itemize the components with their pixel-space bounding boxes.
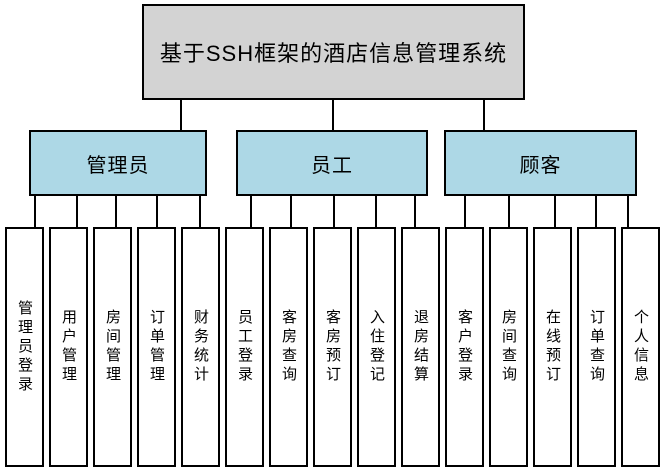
connector-staff-child-2: [290, 195, 292, 228]
connector-customer-child-1: [464, 195, 466, 228]
leaf-node-room-query-label: 房间查询: [500, 309, 517, 385]
connector-customer-child-3: [554, 195, 556, 228]
leaf-node-finance-statistics-label: 财务统计: [192, 309, 209, 385]
leaf-node-checkin-register: 入住登记: [357, 227, 396, 467]
connector-customer-child-4: [595, 195, 597, 228]
leaf-node-checkout-settlement-label: 退房结算: [412, 309, 429, 385]
leaf-node-staff-login-label: 员工登录: [236, 309, 253, 385]
leaf-node-online-booking: 在线预订: [533, 227, 572, 467]
leaf-node-order-management: 订单管理: [137, 227, 176, 467]
leaf-node-customer-login: 客户登录: [445, 227, 484, 467]
leaf-node-order-query-label: 订单查询: [588, 309, 605, 385]
leaf-node-online-booking-label: 在线预订: [544, 309, 561, 385]
leaf-node-admin-login-label: 管理员登录: [16, 299, 33, 395]
leaf-node-order-management-label: 订单管理: [148, 309, 165, 385]
leaf-node-personal-info: 个人信息: [621, 227, 660, 467]
leaf-node-checkin-register-label: 入住登记: [368, 309, 385, 385]
connector-staff-child-3: [333, 195, 335, 228]
connector-customer-child-2: [508, 195, 510, 228]
leaf-node-finance-statistics: 财务统计: [181, 227, 220, 467]
group-node-staff-label: 员工: [311, 154, 353, 177]
leaf-node-guestroom-query-label: 客房查询: [280, 309, 297, 385]
leaf-node-personal-info-label: 个人信息: [632, 309, 649, 385]
connector-staff-child-4: [375, 195, 377, 228]
group-node-customer: 顾客: [444, 130, 637, 196]
group-node-admin-label: 管理员: [86, 154, 150, 177]
leaf-node-staff-login: 员工登录: [225, 227, 264, 467]
connector-root-to-customer: [483, 99, 485, 131]
group-node-admin: 管理员: [29, 130, 207, 196]
connector-staff-child-5: [414, 195, 416, 228]
connector-admin-child-1: [34, 195, 36, 228]
connector-customer-child-5: [627, 195, 629, 228]
leaf-node-guestroom-booking-label: 客房预订: [324, 309, 341, 385]
connector-staff-child-1: [250, 195, 252, 228]
leaf-node-checkout-settlement: 退房结算: [401, 227, 440, 467]
leaf-node-order-query: 订单查询: [577, 227, 616, 467]
leaf-node-user-management-label: 用户管理: [60, 309, 77, 385]
connector-admin-child-4: [156, 195, 158, 228]
connector-root-to-admin: [180, 99, 182, 131]
leaf-node-guestroom-query: 客房查询: [269, 227, 308, 467]
leaf-node-room-management: 房间管理: [93, 227, 132, 467]
root-node-system-title: 基于SSH框架的酒店信息管理系统: [142, 4, 525, 100]
leaf-node-room-management-label: 房间管理: [104, 309, 121, 385]
group-node-customer-label: 顾客: [519, 154, 562, 177]
root-node-label: 基于SSH框架的酒店信息管理系统: [159, 41, 508, 66]
leaf-node-customer-login-label: 客户登录: [456, 309, 473, 385]
connector-root-to-staff: [332, 99, 334, 131]
leaf-node-admin-login: 管理员登录: [5, 227, 44, 467]
group-node-staff: 员工: [236, 130, 428, 196]
connector-admin-child-3: [115, 195, 117, 228]
leaf-node-room-query: 房间查询: [489, 227, 528, 467]
connector-admin-child-2: [76, 195, 78, 228]
connector-admin-child-5: [199, 195, 201, 228]
leaf-node-user-management: 用户管理: [49, 227, 88, 467]
leaf-node-guestroom-booking: 客房预订: [313, 227, 352, 467]
